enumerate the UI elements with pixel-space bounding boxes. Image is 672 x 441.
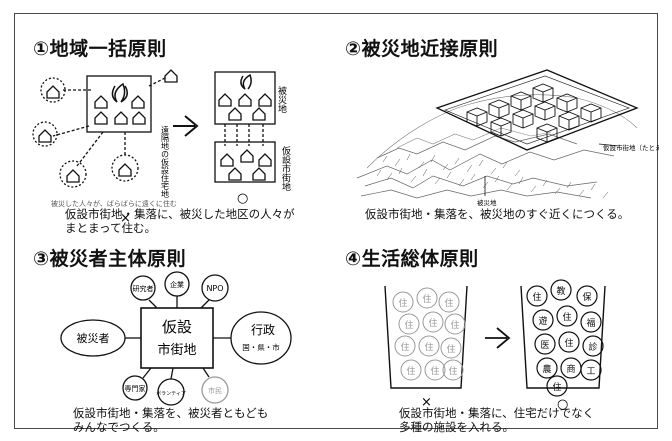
label-disaster-1: 被災地 (276, 85, 287, 113)
note-scatter-1: 被災した人々が、ばらばらに遠くに住む (51, 199, 177, 208)
holistic-living-sketch: 住住住住住住住住住住住住 住教保遊住福医住診農商工住 × ○ (384, 279, 606, 412)
facility-label: 住 (532, 291, 541, 303)
house-label: 住 (406, 365, 415, 377)
facility-circle (580, 311, 602, 333)
facility-label: 商 (566, 363, 575, 375)
center-line-1: 仮設 (162, 318, 192, 336)
house-circle (424, 359, 446, 381)
panel-3-heading: ③被災者主体原則 (33, 248, 187, 270)
facility-label: 遊 (538, 315, 547, 327)
facility-label: 住 (562, 311, 571, 323)
admin-sub-label: 国・県・市 (242, 342, 280, 352)
panel-1-caption-line-1: 仮設市街地・集落に、被災した地区の人々が (65, 207, 295, 221)
victim-led-sketch: 仮設 市街地 被災者 行政 国・県・市 研究者 企業 NPO 専門家 ボランティ… (60, 271, 292, 406)
top-researcher: 研究者 (133, 284, 154, 293)
facility-label: 保 (582, 291, 591, 303)
house-label: 住 (422, 293, 431, 305)
bottom-citizen: 市民 (208, 386, 222, 395)
panel-holistic-living: ④生活総体原則 住住住住住住住住住住住住 住教保遊住福医住診農商工住 × ○ 仮… (337, 226, 659, 434)
panel-victim-led: ③被災者主体原則 仮設 (15, 226, 337, 434)
bottom-volunteer: ボランティア (156, 390, 186, 397)
house-circle (438, 291, 460, 313)
top-company: 企業 (170, 280, 184, 289)
facility-label: 工 (586, 367, 595, 377)
panel-2-caption-line-1: 仮設市街地・集落を、被災地のすぐ近くにつくる。 (365, 207, 630, 221)
house-label: 住 (404, 319, 413, 331)
panel-1-caption-line-2: まとまって住む。 (65, 221, 156, 235)
panel-4-heading: ④生活総体原則 (345, 248, 479, 270)
admin-label: 行政 (251, 323, 275, 337)
panel-1-heading: ①地域一括原則 (33, 38, 167, 60)
house-label: 住 (424, 341, 433, 353)
proximity-sketch: 仮設市街地（たとえば公園） 被災地 (356, 69, 659, 207)
house-circle (416, 287, 438, 309)
panel-3-caption-line-2: みんなでつくる。 (73, 420, 165, 434)
panel-3-caption-line-1: 仮設市街地・集落を、被災者ともども (73, 406, 269, 420)
house-circle (418, 335, 440, 357)
label-disaster-2: 被災地 (477, 198, 497, 207)
facility-circle (556, 305, 578, 327)
facility-circle (580, 359, 602, 381)
house-label: 住 (448, 365, 457, 377)
mark-bad-4: × (421, 395, 432, 410)
panel-2-heading: ②被災地近接原則 (345, 38, 499, 60)
facility-circle (576, 285, 598, 307)
mark-good-4: ○ (557, 397, 568, 412)
top-npo: NPO (206, 284, 223, 293)
house-label: 住 (430, 365, 439, 377)
house-circle (422, 311, 444, 333)
house-circle (392, 291, 414, 313)
house-label: 住 (400, 341, 409, 353)
mark-bad-1: × (120, 211, 131, 226)
facility-label: 農 (542, 363, 551, 375)
house-circle (444, 313, 466, 335)
house-label: 住 (446, 343, 455, 355)
facility-circle (546, 375, 568, 397)
panel-4-caption-line-2: 多種の施設を入れる。 (399, 420, 514, 434)
facility-label: 教 (556, 285, 565, 297)
label-remote-1: 遠隔地の仮設住宅地 (161, 125, 170, 198)
regional-unity-sketch: 被災地 仮設市街地 遠隔地の仮設住宅地 被災した人々が、ばらばらに遠くに住む ×… (32, 69, 291, 226)
house-circle (398, 313, 420, 335)
house-label: 住 (428, 317, 437, 329)
panel-proximity: ②被災地近接原則 (337, 14, 659, 224)
facility-label: 医 (540, 340, 549, 351)
house-circle (440, 337, 462, 359)
center-line-2: 市街地 (157, 342, 196, 358)
facility-circle (534, 333, 556, 355)
facility-label: 診 (588, 341, 597, 353)
label-temp-town-1: 仮設市街地 (280, 145, 291, 191)
house-circle (442, 359, 464, 381)
panel-regional-unity: ①地域一括原則 (15, 14, 337, 235)
house-label: 住 (444, 297, 453, 309)
facility-circle (582, 335, 604, 357)
facility-circle (532, 309, 554, 331)
facility-label: 福 (586, 317, 595, 329)
victim-label: 被災者 (77, 332, 110, 345)
house-label: 住 (398, 297, 407, 309)
house-circle (400, 359, 422, 381)
facility-circle (550, 279, 572, 301)
facility-circle (558, 331, 580, 353)
facility-label: 住 (564, 337, 573, 349)
house-label: 住 (450, 319, 459, 331)
figure-frame: ①地域一括原則 (14, 13, 659, 434)
facility-circle (526, 285, 548, 307)
panel-4-caption-line-1: 仮設市街地・集落に、住宅だけでなく (399, 406, 595, 420)
house-circle (394, 335, 416, 357)
facility-circle (536, 357, 558, 379)
facility-label: 住 (552, 381, 561, 393)
bottom-expert: 専門家 (125, 384, 146, 393)
mark-good-1: ○ (237, 191, 248, 206)
label-temp-2: 仮設市街地（たとえば公園） (603, 143, 659, 152)
